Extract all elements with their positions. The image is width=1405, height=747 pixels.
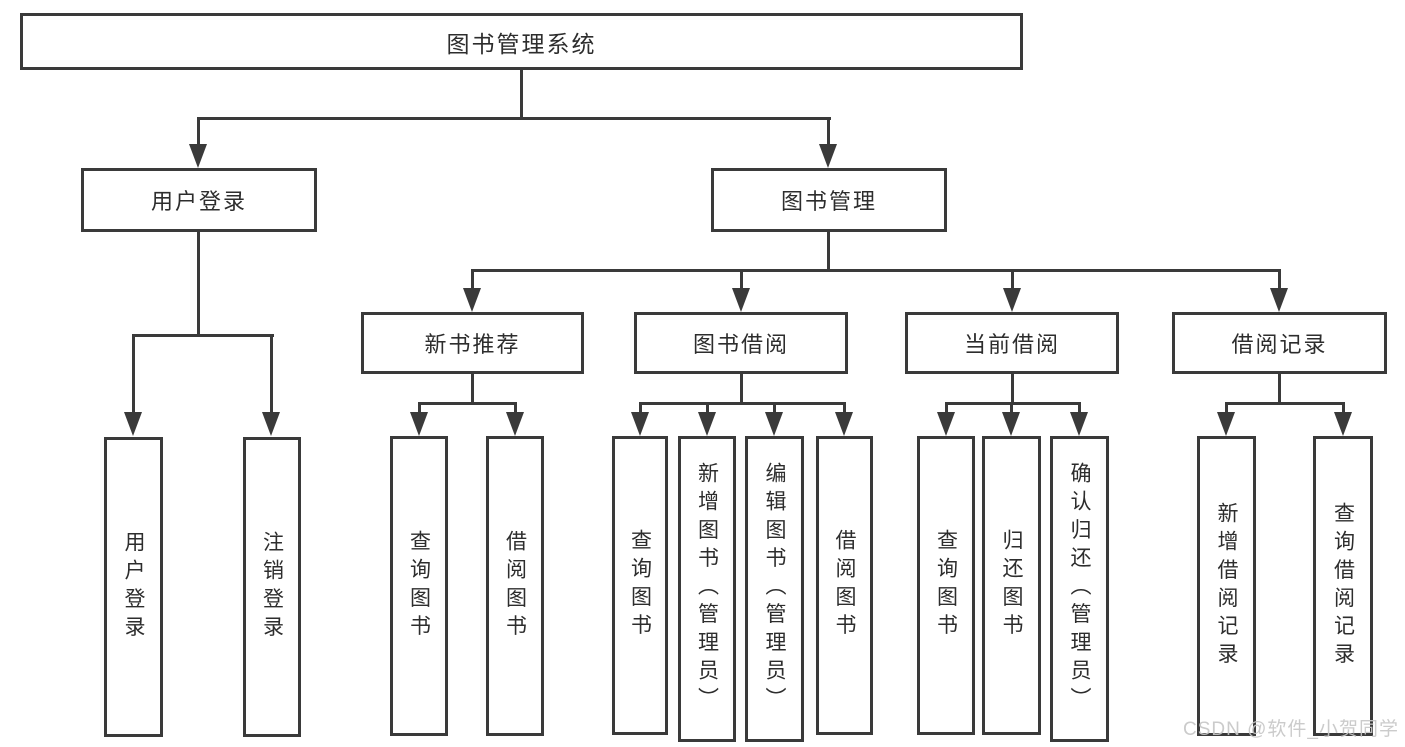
node-book-borrow: 图书借阅 <box>634 312 848 374</box>
arrow-down <box>1070 412 1088 436</box>
connector-vline <box>471 373 474 405</box>
node-label: 图书借阅 <box>692 332 789 357</box>
connector-vline <box>1278 269 1281 290</box>
connector-vline <box>827 231 830 272</box>
csdn-watermark: CSDN @软件_小贺同学 <box>1183 719 1399 740</box>
connector-vline <box>1225 402 1228 414</box>
connector-vline <box>740 373 743 405</box>
node-query-books: 查询图书 <box>390 436 448 736</box>
connector-vline <box>1011 269 1014 290</box>
node-label: 查询图书 <box>934 529 958 642</box>
arrow-down <box>1003 288 1021 312</box>
connector-vline <box>639 402 642 414</box>
node-query-books: 查询图书 <box>612 436 668 735</box>
node-query-borrow-record: 查询借阅记录 <box>1313 436 1373 736</box>
connector-vline <box>514 402 517 414</box>
node-return-books: 归还图书 <box>982 436 1041 735</box>
arrow-down <box>631 412 649 436</box>
connector-vline <box>197 231 200 337</box>
node-user-login-leaf: 用户登录 <box>104 437 163 737</box>
connector-vline <box>132 334 135 414</box>
node-label: 注销登录 <box>260 530 284 644</box>
connector-hline <box>197 117 831 120</box>
connector-vline <box>945 402 948 414</box>
node-label: 借阅记录 <box>1231 332 1328 357</box>
node-edit-books-admin: 编辑图书（管理员） <box>745 436 804 742</box>
node-label: 新增借阅记录 <box>1215 501 1239 671</box>
node-add-borrow-record: 新增借阅记录 <box>1197 436 1256 736</box>
arrow-down <box>463 288 481 312</box>
arrow-down <box>1334 412 1352 436</box>
node-borrow-records: 借阅记录 <box>1172 312 1387 374</box>
connector-vline <box>740 269 743 290</box>
node-label: 图书管理系统 <box>446 30 597 57</box>
arrow-down <box>698 412 716 436</box>
node-label: 查询图书 <box>628 529 652 642</box>
connector-hline <box>132 334 274 337</box>
node-query-books: 查询图书 <box>917 436 975 735</box>
connector-vline <box>1278 373 1281 405</box>
arrow-down <box>1217 412 1235 436</box>
connector-vline <box>520 70 523 119</box>
arrow-down <box>1002 412 1020 436</box>
node-label: 编辑图书（管理员） <box>763 462 787 716</box>
connector-vline <box>1010 402 1013 414</box>
node-label: 新增图书（管理员） <box>695 462 719 716</box>
node-label: 用户登录 <box>150 189 247 214</box>
connector-vline <box>471 269 474 290</box>
connector-vline <box>843 402 846 414</box>
node-label: 用户登录 <box>122 530 146 644</box>
connector-hline <box>945 402 1081 405</box>
connector-vline <box>827 117 830 146</box>
node-label: 查询借阅记录 <box>1331 501 1355 671</box>
arrow-down <box>410 412 428 436</box>
arrow-down <box>732 288 750 312</box>
arrow-down <box>819 144 837 168</box>
arrow-down <box>937 412 955 436</box>
node-borrow-books: 借阅图书 <box>486 436 544 736</box>
connector-vline <box>418 402 421 414</box>
connector-vline <box>1011 373 1014 405</box>
connector-vline <box>1078 402 1081 414</box>
arrow-down <box>1270 288 1288 312</box>
node-label: 借阅图书 <box>833 529 857 642</box>
node-add-books-admin: 新增图书（管理员） <box>678 436 736 742</box>
connector-hline <box>418 402 517 405</box>
node-label: 查询图书 <box>407 529 431 643</box>
node-book-management-system: 图书管理系统 <box>20 13 1023 70</box>
node-label: 确认归还（管理员） <box>1068 462 1092 716</box>
node-current-borrow: 当前借阅 <box>905 312 1119 374</box>
connector-vline <box>1342 402 1345 414</box>
arrow-down <box>506 412 524 436</box>
connector-vline <box>773 402 776 414</box>
arrow-down <box>189 144 207 168</box>
node-book-management: 图书管理 <box>711 168 947 232</box>
connector-hline <box>639 402 846 405</box>
node-new-book-recommend: 新书推荐 <box>361 312 584 374</box>
node-label: 图书管理 <box>780 189 877 214</box>
arrow-down <box>835 412 853 436</box>
connector-vline <box>706 402 709 414</box>
node-confirm-return-admin: 确认归还（管理员） <box>1050 436 1109 742</box>
connector-hline <box>1225 402 1345 405</box>
connector-vline <box>270 334 273 414</box>
arrow-down <box>262 412 280 436</box>
node-logout: 注销登录 <box>243 437 301 737</box>
arrow-down <box>124 412 142 436</box>
node-user-login: 用户登录 <box>81 168 317 232</box>
node-label: 借阅图书 <box>503 529 527 643</box>
node-label: 当前借阅 <box>963 332 1060 357</box>
node-label: 新书推荐 <box>424 332 521 357</box>
node-borrow-books: 借阅图书 <box>816 436 873 735</box>
connector-hline <box>471 269 1281 272</box>
arrow-down <box>765 412 783 436</box>
connector-vline <box>197 117 200 146</box>
node-label: 归还图书 <box>1000 529 1024 642</box>
